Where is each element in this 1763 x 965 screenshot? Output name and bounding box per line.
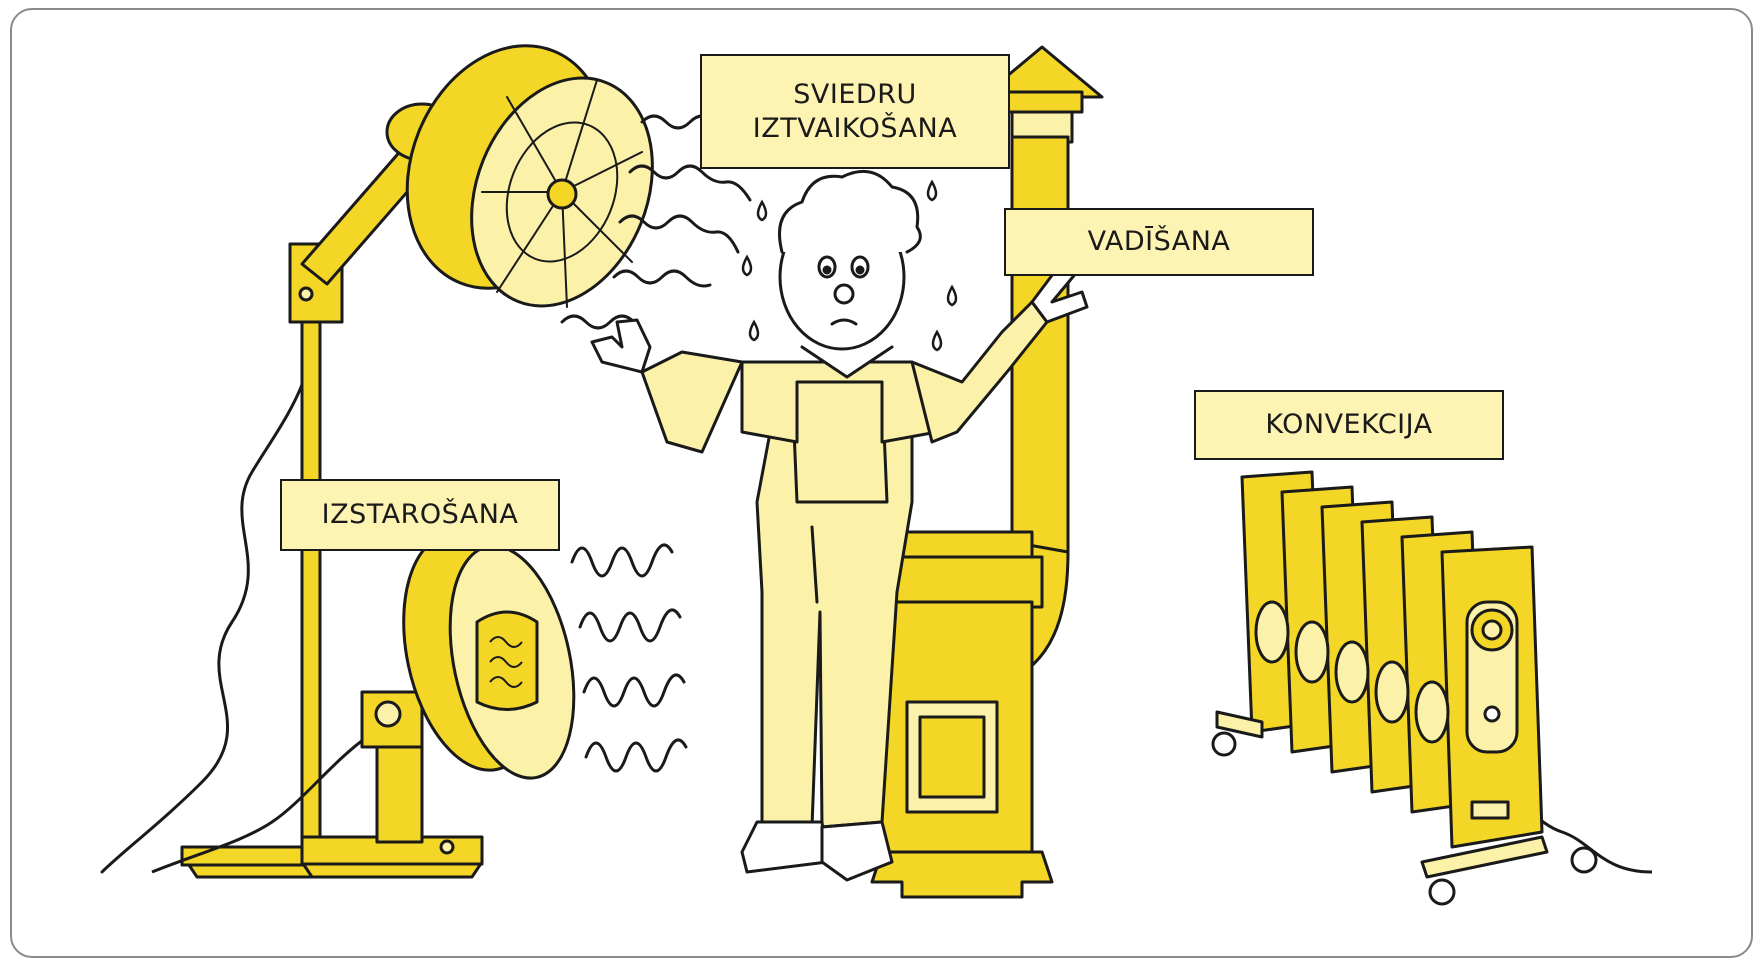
oil-radiator-icon — [1213, 472, 1652, 904]
label-conduction: VADĪŠANA — [1004, 208, 1314, 276]
label-sweat-evaporation: SVIEDRU IZTVAIKOŠANA — [700, 54, 1010, 169]
illustration-frame: SVIEDRU IZTVAIKOŠANA VADĪŠANA KONVEKCIJA… — [10, 8, 1753, 958]
radiation-waves-icon — [572, 545, 686, 771]
label-radiation: IZSTAROŠANA — [280, 479, 560, 551]
radiant-heater-icon — [152, 521, 593, 877]
label-convection: KONVEKCIJA — [1194, 390, 1504, 460]
